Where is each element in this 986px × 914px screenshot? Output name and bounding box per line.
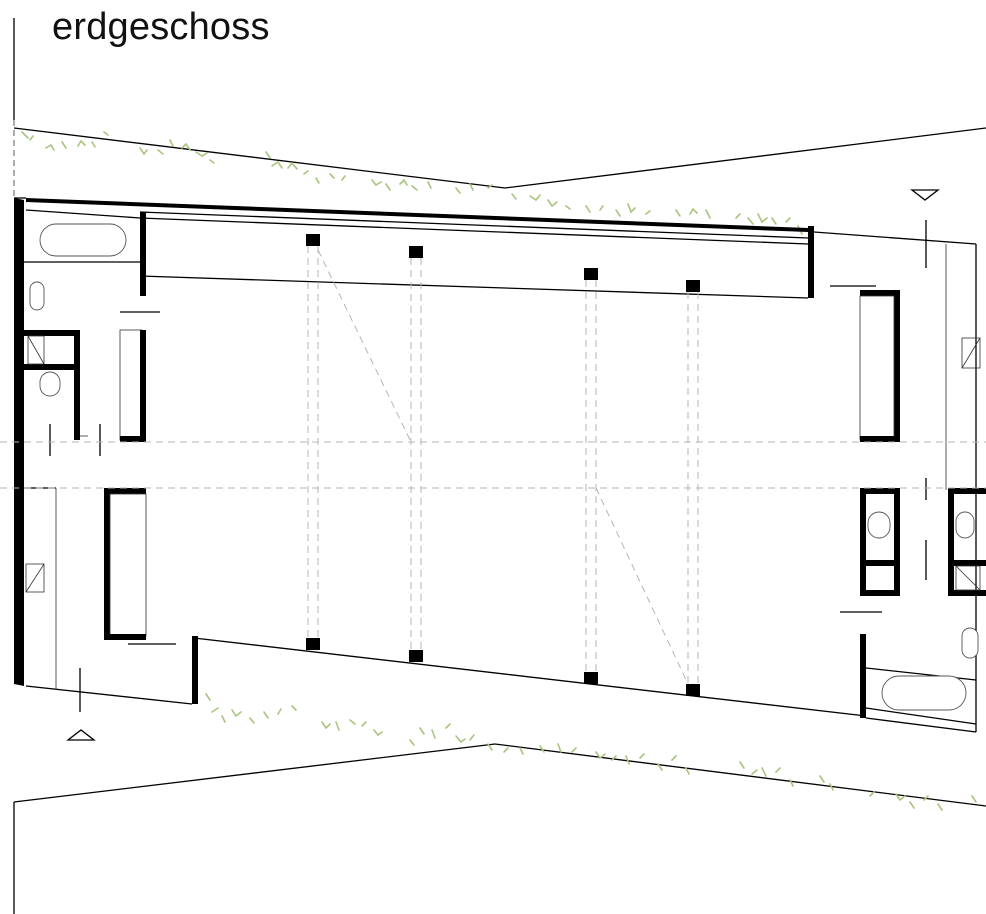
toilet-icon (867, 511, 979, 659)
west-wing (14, 198, 176, 712)
overhead-lines (0, 246, 986, 685)
vegetation-north (21, 131, 803, 235)
vegetation-south (205, 693, 977, 811)
triangle-icon (66, 729, 96, 741)
facade-walls (14, 197, 977, 733)
triangle-icon (910, 189, 940, 201)
columns (306, 234, 700, 696)
bathtub-icon (39, 223, 127, 257)
toilet-icon (29, 281, 61, 397)
east-wing (830, 220, 986, 718)
bathtub-icon (881, 675, 967, 711)
drawing-title: erdgeschoss (52, 6, 270, 48)
